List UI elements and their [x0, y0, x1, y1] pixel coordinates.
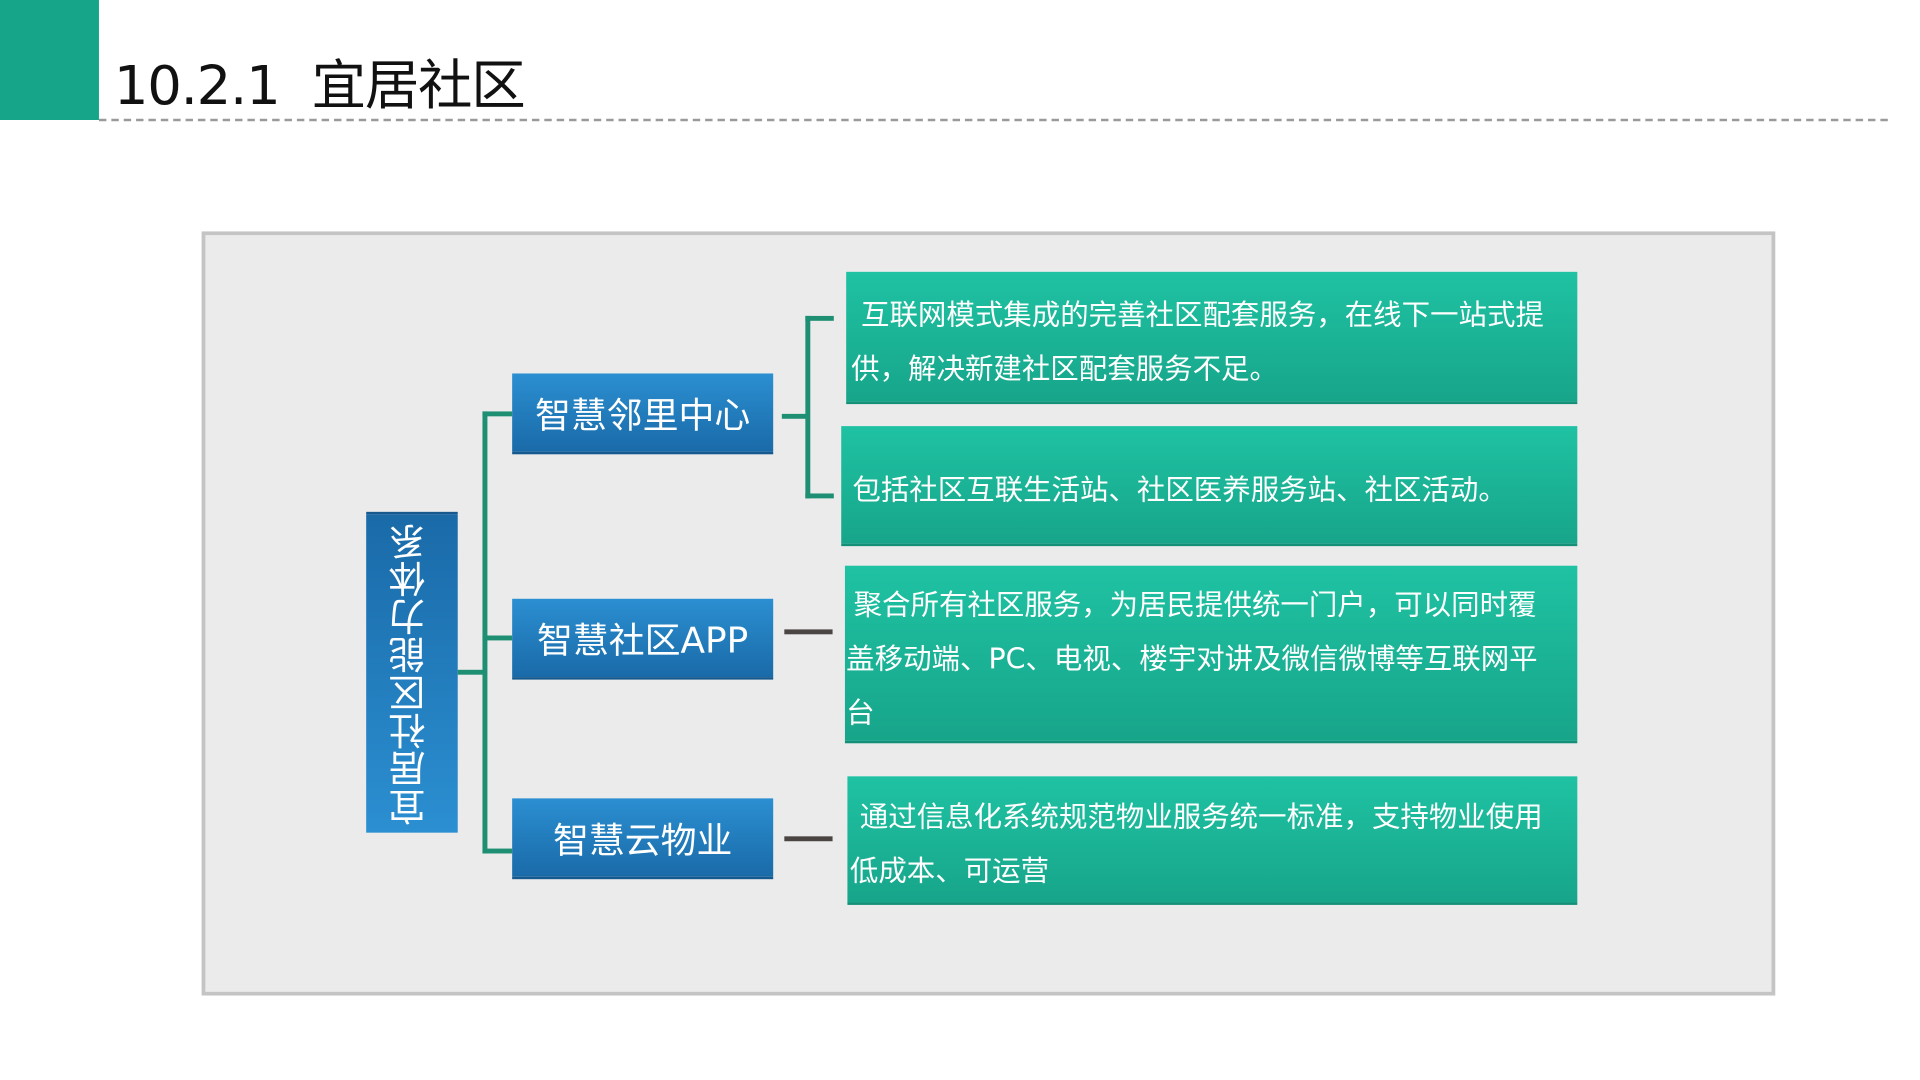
connector: [805, 315, 811, 499]
page-title: 10.2.1 宜居社区: [113, 55, 526, 118]
connector: [781, 413, 807, 419]
title-accent-block: [0, 0, 99, 121]
connector: [457, 669, 487, 675]
detail-box: 包括社区互联生活站、社区医养服务站、社区活动。: [841, 426, 1578, 547]
connector: [482, 411, 513, 417]
connector: [784, 629, 833, 635]
connector: [482, 848, 513, 854]
connector: [805, 315, 834, 321]
branch-node-cloud-property: 智慧云物业: [512, 798, 774, 880]
connector: [482, 411, 488, 854]
branch-node-community-app: 智慧社区APP: [512, 598, 774, 680]
title-divider: [98, 118, 1888, 122]
connector: [784, 836, 833, 842]
detail-box: 通过信息化系统规范物业服务统一标准，支持物业使用低成本、可运营: [847, 776, 1578, 905]
connector: [482, 635, 513, 641]
detail-box: 聚合所有社区服务，为居民提供统一门户，可以同时覆盖移动端、PC、电视、楼宇对讲及…: [844, 565, 1578, 744]
connector: [805, 493, 834, 499]
detail-box: 互联网模式集成的完善社区配套服务，在线下一站式提供，解决新建社区配套服务不足。: [846, 271, 1578, 405]
branch-node-neighborhood-center: 智慧邻里中心: [512, 373, 774, 455]
root-node: 宜居社区能力体系: [366, 511, 458, 833]
